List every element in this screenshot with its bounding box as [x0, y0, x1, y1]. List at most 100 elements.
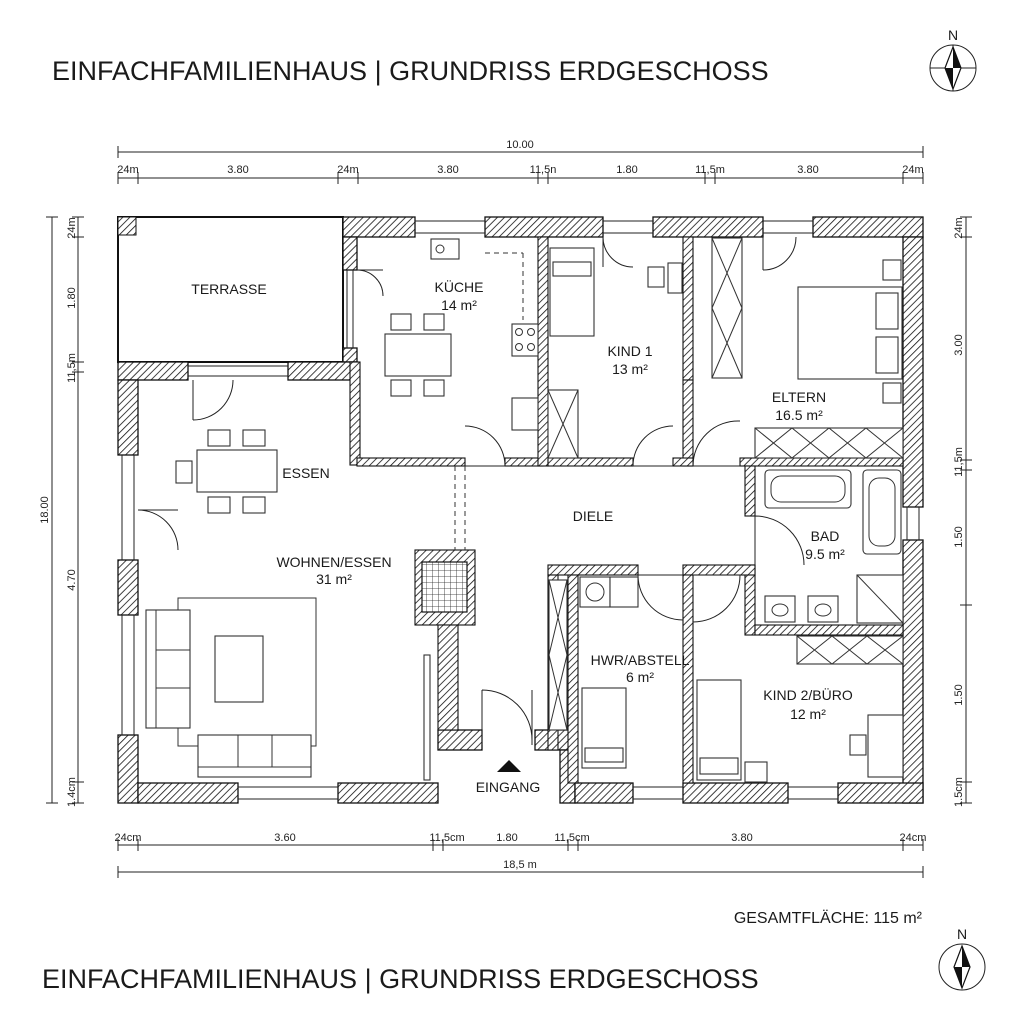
dim-top-seg-7: 11,5m — [695, 164, 725, 176]
title-bottom: EINFACHFAMILIENHAUS | GRUNDRISS ERDGESCH… — [42, 964, 759, 994]
chair-kind2 — [849, 734, 867, 756]
dim-bottom-seg-5: 11,5cm — [554, 832, 589, 844]
dim-bottom-seg-2: 3.60 — [274, 832, 295, 844]
dim-right-seg-6: 1.5cm — [953, 777, 965, 807]
total-area-label: GESAMTFLÄCHE: 115 m² — [734, 909, 923, 927]
dim-top-seg-6: 1.80 — [616, 164, 637, 176]
room-bad-area: 9.5 m² — [805, 546, 845, 562]
room-kueche-name: KÜCHE — [434, 278, 483, 295]
hwr-furniture — [548, 576, 639, 769]
room-bad-name: BAD — [811, 528, 840, 544]
dim-bottom-overall: 18,5 m — [503, 859, 537, 871]
nightstand-2 — [882, 382, 902, 404]
room-wohnen-name: WOHNEN/ESSEN — [276, 554, 391, 570]
room-hwr-name: HWR/ABSTELL — [591, 652, 690, 668]
desk-kind2 — [867, 714, 904, 778]
entrance-label: EINGANG — [476, 779, 541, 795]
room-kind2-name: KIND 2/BÜRO — [763, 686, 853, 703]
terrace-area — [117, 216, 344, 363]
desk-kind1 — [667, 262, 683, 294]
wardrobe-eltern — [711, 237, 743, 379]
dim-top-seg-2: 3.80 — [227, 164, 248, 176]
bathtub-icon — [764, 469, 852, 509]
kitchen-table — [384, 333, 452, 377]
chair-kind1 — [647, 266, 665, 288]
dim-bottom-seg-6: 3.80 — [731, 832, 752, 844]
living-furniture — [145, 597, 431, 781]
dim-bottom-seg-3: 11,5cm — [429, 832, 464, 844]
dim-top-seg-1: 24m — [117, 164, 138, 176]
stove-icon — [511, 323, 539, 357]
north-label-top: N — [948, 27, 958, 43]
dim-top-seg-5: 11,5n — [530, 164, 557, 176]
north-label-bottom: N — [957, 926, 967, 942]
washbasin-2-icon — [807, 595, 839, 623]
room-kind2-area: 12 m² — [790, 706, 826, 722]
dashed-openings — [454, 252, 524, 550]
dim-right-seg-3: 11,5m — [953, 447, 965, 477]
dim-bottom-seg-4: 1.80 — [496, 832, 517, 844]
north-arrow-bottom-icon: N — [938, 926, 986, 991]
entrance-arrow-icon — [497, 760, 521, 772]
dim-right-seg-4: 1.50 — [953, 526, 965, 547]
dimension-top: 10.00 24m 3.80 24m 3.80 11,5n 1.80 11,5m… — [117, 139, 924, 184]
dining-table — [196, 449, 278, 493]
room-kind1-area: 13 m² — [612, 361, 648, 377]
nightstand-1 — [882, 259, 902, 281]
fridge-icon — [511, 397, 539, 431]
dim-left-seg-2: 1.80 — [66, 287, 78, 308]
exterior-walls — [117, 216, 924, 804]
room-diele-name: DIELE — [573, 508, 613, 524]
kind1-furniture — [547, 247, 683, 459]
dim-top-seg-8: 3.80 — [797, 164, 818, 176]
title-top: EINFACHFAMILIENHAUS | GRUNDRISS ERDGESCH… — [52, 56, 769, 86]
dim-top-seg-3: 24m — [337, 164, 358, 176]
eltern-furniture — [711, 237, 904, 459]
room-hwr-area: 6 m² — [626, 669, 654, 685]
room-labels: TERRASSE KÜCHE 14 m² KIND 1 13 m² ELTERN… — [191, 278, 853, 795]
dim-right-seg-2: 3.00 — [953, 334, 965, 355]
fireplace-icon — [421, 561, 468, 613]
dim-left-seg-5: 1.4cm — [66, 777, 78, 807]
dimension-right: 24m 3.00 11,5m 1.50 1.50 1.5cm — [953, 216, 972, 807]
sideboard — [423, 654, 431, 781]
sofa-bottom — [197, 734, 312, 778]
dim-right-seg-5: 1.50 — [953, 684, 965, 705]
nightstand-kind2 — [744, 761, 768, 783]
room-wohnen-area: 31 m² — [316, 571, 352, 587]
dim-top-seg-9: 24m — [902, 164, 923, 176]
room-kind1-name: KIND 1 — [607, 343, 652, 359]
dim-top-seg-4: 3.80 — [437, 164, 458, 176]
room-terrasse-name: TERRASSE — [191, 281, 266, 297]
dim-left-seg-3: 11,5m — [66, 353, 78, 383]
dim-bottom-seg-7: 24cm — [900, 832, 927, 844]
dimension-bottom: 24cm 3.60 11,5cm 1.80 11,5cm 3.80 24cm 1… — [115, 832, 927, 878]
bed-kind1 — [549, 247, 595, 337]
doors — [137, 236, 805, 745]
washbasin-1-icon — [764, 595, 796, 623]
dim-left-seg-4: 4.70 — [66, 569, 78, 590]
bath-furniture — [764, 469, 904, 624]
sink-icon — [430, 238, 460, 260]
sofa-left — [145, 609, 191, 729]
dim-top-overall: 10.00 — [506, 139, 534, 151]
dimension-left: 18.00 24m 1.80 11,5m 4.70 1.4cm — [39, 216, 84, 807]
coffee-table — [214, 635, 264, 703]
shelf-hwr — [548, 579, 568, 731]
room-essen-name: ESSEN — [282, 465, 329, 481]
room-kueche-area: 14 m² — [441, 297, 477, 313]
kitchen-furniture — [384, 238, 539, 431]
washing-machine-icon — [579, 576, 611, 608]
north-arrow-top-icon: N — [929, 27, 977, 92]
dining-furniture — [175, 429, 278, 514]
room-eltern-name: ELTERN — [772, 389, 826, 405]
bathtub-2-icon — [862, 469, 902, 555]
dim-left-overall: 18.00 — [39, 496, 51, 524]
kind2-furniture — [696, 635, 904, 783]
windows — [121, 220, 920, 800]
dim-left-seg-1: 24m — [66, 217, 78, 238]
dim-right-seg-1: 24m — [953, 217, 965, 238]
room-eltern-area: 16.5 m² — [775, 407, 823, 423]
